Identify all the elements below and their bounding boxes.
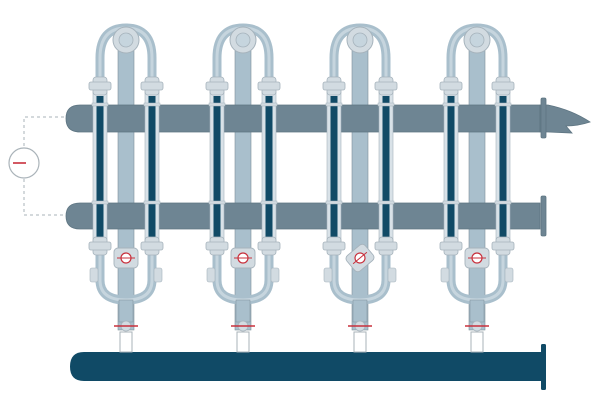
- left-bend-fitting: [323, 267, 333, 283]
- left-upper-clamp: [442, 102, 460, 107]
- drain-sight-glass: [353, 331, 367, 353]
- center-riser: [468, 39, 486, 331]
- fitting-nut: [205, 241, 229, 251]
- right-top-fitting: [491, 76, 515, 96]
- right-upper-clamp: [143, 102, 161, 107]
- valve-icon: [345, 243, 375, 273]
- center-riser: [351, 39, 369, 331]
- fitting-nut: [140, 81, 164, 91]
- right-tube: [148, 96, 156, 238]
- valve-icon: [464, 247, 490, 269]
- unit-4: [439, 76, 515, 353]
- right-upper-clamp: [260, 102, 278, 107]
- drain-leg: [469, 299, 485, 323]
- left-tube: [96, 96, 104, 238]
- right-bend-fitting: [153, 267, 163, 283]
- left-tube: [330, 96, 338, 238]
- right-bottom-fitting: [140, 236, 164, 256]
- fitting-nut: [257, 81, 281, 91]
- drain-header-pipe: [70, 352, 542, 381]
- drain-leg: [352, 299, 368, 323]
- right-bottom-fitting: [491, 236, 515, 256]
- drain-sight-glass: [119, 331, 133, 353]
- valve-icon: [113, 247, 139, 269]
- top-vent-cap-inner: [118, 32, 134, 48]
- top-vent-cap-inner: [352, 32, 368, 48]
- left-lower-clamp: [91, 200, 109, 205]
- fitting-nut: [322, 241, 346, 251]
- drain-sight-glass: [470, 331, 484, 353]
- fitting-nut: [322, 81, 346, 91]
- left-bottom-fitting: [439, 236, 463, 256]
- right-upper-clamp: [494, 102, 512, 107]
- broken-pipe-end-icon: [539, 104, 591, 134]
- right-top-fitting: [140, 76, 164, 96]
- right-lower-clamp: [494, 200, 512, 205]
- right-bottom-fitting: [374, 236, 398, 256]
- left-bend-fitting: [440, 267, 450, 283]
- fitting-nut: [205, 81, 229, 91]
- left-bottom-fitting: [205, 236, 229, 256]
- fitting-nut: [439, 241, 463, 251]
- fitting-nut: [439, 81, 463, 91]
- left-upper-clamp: [208, 102, 226, 107]
- unit-1: [88, 76, 164, 353]
- drain-leg: [235, 299, 251, 323]
- left-tube: [447, 96, 455, 238]
- lower-header-pipe: [65, 202, 541, 230]
- left-upper-clamp: [325, 102, 343, 107]
- left-lower-clamp: [442, 200, 460, 205]
- right-top-fitting: [257, 76, 281, 96]
- right-lower-clamp: [143, 200, 161, 205]
- drain-leg: [118, 299, 134, 323]
- top-vent-cap-inner: [469, 32, 485, 48]
- upper-header-pipe: [65, 104, 541, 133]
- valve-handle: [352, 251, 368, 265]
- lower-header-flange: [540, 195, 547, 237]
- top-vent-cap-inner: [235, 32, 251, 48]
- fitting-nut: [88, 81, 112, 91]
- right-bottom-fitting: [257, 236, 281, 256]
- fitting-nut: [374, 241, 398, 251]
- unit-2: [205, 76, 281, 353]
- fitting-nut: [140, 241, 164, 251]
- fitting-nut: [374, 81, 398, 91]
- right-upper-clamp: [377, 102, 395, 107]
- fitting-nut: [257, 241, 281, 251]
- fitting-nut: [88, 241, 112, 251]
- left-tube: [213, 96, 221, 238]
- left-lower-clamp: [208, 200, 226, 205]
- right-bend-fitting: [387, 267, 397, 283]
- left-top-fitting: [205, 76, 229, 96]
- left-bottom-fitting: [322, 236, 346, 256]
- left-top-fitting: [88, 76, 112, 96]
- right-lower-clamp: [260, 200, 278, 205]
- left-bend-fitting: [206, 267, 216, 283]
- unit-3: [322, 76, 398, 353]
- drain-header-flange: [541, 344, 546, 390]
- valve-icon: [230, 247, 256, 269]
- right-top-fitting: [374, 76, 398, 96]
- drain-sight-glass: [236, 331, 250, 353]
- right-bend-fitting: [504, 267, 514, 283]
- left-upper-clamp: [91, 102, 109, 107]
- center-riser: [117, 39, 135, 331]
- right-bend-fitting: [270, 267, 280, 283]
- center-riser: [234, 39, 252, 331]
- right-lower-clamp: [377, 200, 395, 205]
- left-top-fitting: [439, 76, 463, 96]
- left-bend-fitting: [89, 267, 99, 283]
- left-lower-clamp: [325, 200, 343, 205]
- upper-header-flange: [540, 97, 547, 139]
- fitting-nut: [491, 81, 515, 91]
- left-top-fitting: [322, 76, 346, 96]
- right-tube: [265, 96, 273, 238]
- fitting-nut: [491, 241, 515, 251]
- right-tube: [382, 96, 390, 238]
- left-bottom-fitting: [88, 236, 112, 256]
- right-tube: [499, 96, 507, 238]
